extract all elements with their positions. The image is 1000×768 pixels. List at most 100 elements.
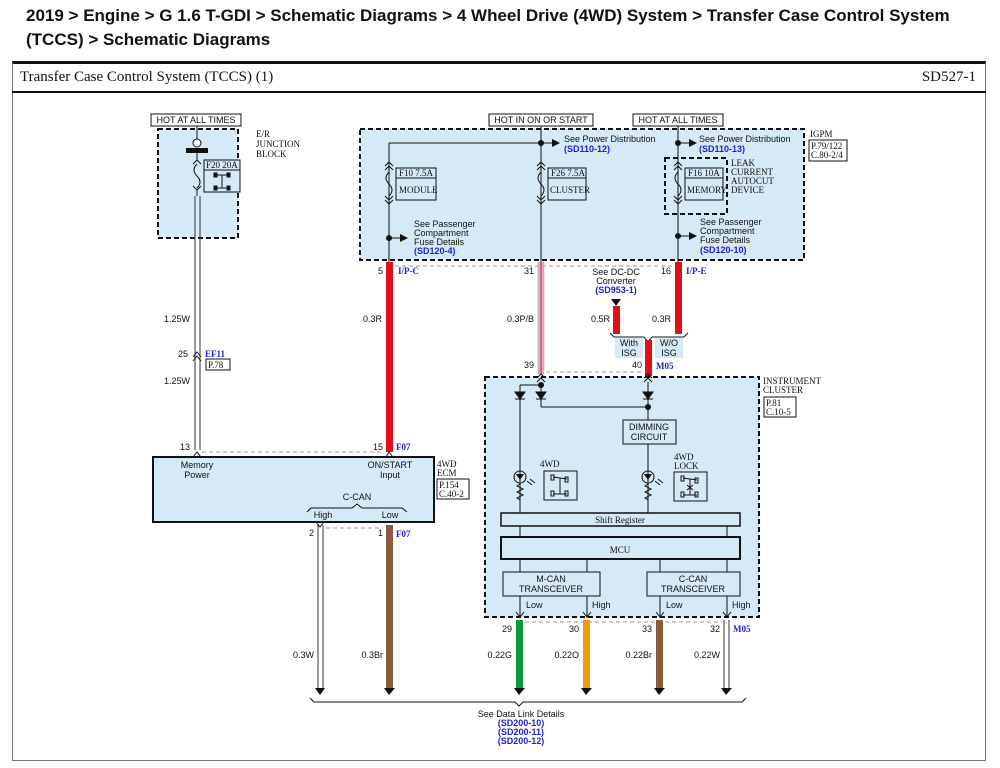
leak-current-autocut-device (664, 157, 728, 215)
pin-2: 2 (309, 528, 314, 538)
see-pass-fuse-1-line-3: Fuse Details (414, 237, 465, 247)
4wd-drivetrain-icon (213, 172, 231, 191)
igpm-ref-1[interactable]: P.79/122 (811, 141, 842, 151)
see-pass-fuse-1-line-2: Compartment (414, 228, 469, 238)
ecm-name-1: 4WD (437, 459, 457, 469)
ref-sd120-10[interactable]: (SD120-10) (700, 245, 747, 255)
wire-0.3w-ccan-high: 2 0.3W (293, 521, 325, 695)
indicator-4wd-lock-2: LOCK (674, 461, 699, 471)
ecm-name-2: ECM (437, 468, 457, 478)
connector-m05-b[interactable]: M05 (733, 624, 751, 634)
connector-ipe[interactable]: I/P-E (686, 266, 707, 276)
see-pass-fuse-2-line-3: Fuse Details (700, 235, 751, 245)
diagram-title: Transfer Case Control System (TCCS) (1) (20, 69, 274, 85)
cluster-name-1: INSTRUMENT (763, 376, 822, 386)
ecm-low: Low (382, 510, 399, 520)
shift-register-label: Shift Register (595, 515, 645, 525)
connector-ipc[interactable]: I/P-C (398, 266, 419, 276)
er-junction-name-1: E/R (256, 129, 270, 139)
ecm-memory-power-1: Memory (181, 460, 214, 470)
pin-13: 13 (180, 442, 190, 452)
ccan-1: C-CAN (679, 574, 708, 584)
wire-022br: 0.22Br (625, 650, 652, 660)
diode-1 (514, 391, 526, 400)
isg-without-1: W/O (660, 338, 678, 348)
fuse-f26-name: CLUSTER (550, 185, 590, 195)
connector-f07-a[interactable]: F07 (396, 442, 411, 452)
ref-sd200-12[interactable]: (SD200-12) (498, 736, 545, 746)
fuse-f10: F10 7.5A (399, 168, 434, 178)
wire-03w: 0.3W (293, 650, 315, 660)
wire-0.22g: 29 0.22G (487, 620, 525, 695)
indicator-4wd-label: 4WD (540, 459, 560, 469)
dimming-2: CIRCUIT (631, 432, 668, 442)
ref-sd120-4[interactable]: (SD120-4) (414, 246, 456, 256)
ref-p78[interactable]: P.78 (208, 360, 224, 370)
wire-0.22br: 33 0.22Br (625, 620, 665, 695)
isg-with-1: With (620, 338, 638, 348)
cluster-ref-2[interactable]: C.10-5 (766, 407, 791, 417)
ecm-ref-2[interactable]: C.40-2 (439, 489, 464, 499)
cluster-ref-1[interactable]: P.81 (766, 398, 781, 408)
er-junction-name-2: JUNCTION (256, 139, 300, 149)
ref-sd200-10[interactable]: (SD200-10) (498, 718, 545, 728)
leak-line-4: DEVICE (731, 185, 764, 195)
ecm-high: High (314, 510, 333, 520)
igpm-block: HOT IN ON OR START HOT AT ALL TIMES IGPM… (359, 113, 848, 262)
ref-sd200-11[interactable]: (SD200-11) (498, 727, 544, 737)
ccan-2: TRANSCEIVER (661, 584, 726, 594)
see-pass-fuse-1-line-1: See Passenger (414, 219, 476, 229)
instrument-cluster: INSTRUMENT CLUSTER P.81 C.10-5 DIMMING C… (484, 373, 822, 618)
mcan-1: M-CAN (536, 574, 566, 584)
leak-line-1: LEAK (731, 158, 755, 168)
fuse-f26: F26 7.5A (551, 168, 586, 178)
leak-line-2: CURRENT (731, 167, 774, 177)
igpm-ref-2[interactable]: C.80-2/4 (811, 150, 843, 160)
pin-32: 32 (710, 624, 720, 634)
wire-125w-b: 1.25W (164, 376, 191, 386)
wire-125w-a: 1.25W (164, 314, 191, 324)
wire-0.3br-ccan-low: 1 F07 0.3Br (361, 525, 411, 695)
wire-03r-b: 0.3R (652, 314, 672, 324)
connector-f07-b[interactable]: F07 (396, 529, 411, 539)
see-power-dist-2: See Power Distribution (699, 134, 791, 144)
mcan-2: TRANSCEIVER (519, 584, 584, 594)
mcan-low: Low (526, 600, 543, 610)
isg-option-split: With ISG W/O ISG 40 M05 (609, 332, 689, 376)
hot-on-start-label: HOT IN ON OR START (494, 115, 588, 125)
4wd-lock-indicator-led (641, 470, 664, 501)
ecm-ref-1[interactable]: P.154 (439, 480, 459, 490)
fuse-f16: F16 10A (688, 168, 720, 178)
diode-2 (535, 391, 547, 400)
cluster-name-2: CLUSTER (763, 385, 803, 395)
connector-ef11[interactable]: EF11 (205, 349, 226, 359)
data-link-reference: See Data Link Details (SD200-10) (SD200-… (309, 697, 747, 746)
dcdc-line-2: Converter (596, 276, 636, 286)
mcu (500, 536, 741, 560)
dimming-1: DIMMING (629, 422, 669, 432)
pin-25: 25 (178, 349, 188, 359)
connector-m05-a[interactable]: M05 (656, 361, 674, 371)
see-pass-fuse-2-line-1: See Passenger (700, 217, 762, 227)
ref-sd110-12[interactable]: (SD110-12) (564, 144, 610, 154)
indicator-4wd-lock-1: 4WD (674, 452, 694, 462)
diode-3 (642, 391, 654, 400)
isg-without-2: ISG (661, 348, 677, 358)
dcdc-reference: See DC-DC Converter (SD953-1) 0.5R (591, 267, 640, 334)
wire-03r: 0.3R (363, 314, 383, 324)
er-junction-name-3: BLOCK (256, 149, 287, 159)
ecm-ccan: C-CAN (343, 492, 372, 502)
pin-31: 31 (524, 266, 534, 276)
diagram-code: SD527-1 (921, 69, 976, 85)
igpm-name: IGPM (810, 129, 833, 139)
ref-sd953-1[interactable]: (SD953-1) (595, 285, 637, 295)
breadcrumb[interactable]: 2019 > Engine > G 1.6 T-GDI > Schematic … (26, 6, 950, 49)
ecm-memory-power-2: Power (184, 470, 210, 480)
pin-33: 33 (642, 624, 652, 634)
diagram-header: Transfer Case Control System (TCCS) (1) … (12, 63, 986, 93)
wire-05r: 0.5R (591, 314, 611, 324)
pin-1: 1 (378, 528, 383, 538)
ref-sd110-13[interactable]: (SD110-13) (699, 144, 745, 154)
wire-03br: 0.3Br (361, 650, 383, 660)
